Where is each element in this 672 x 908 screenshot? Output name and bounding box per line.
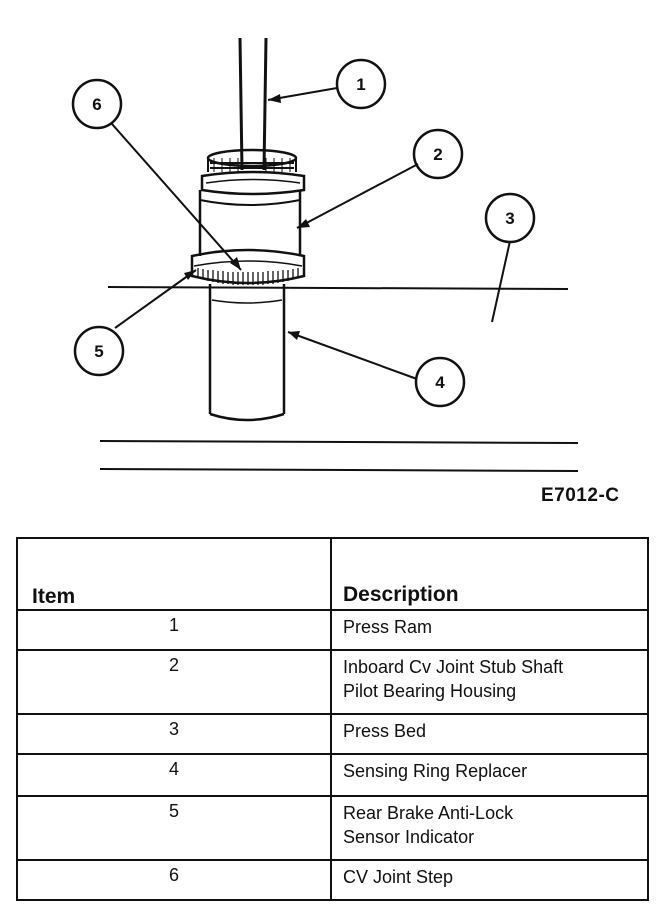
press-ram (238, 37, 268, 171)
table-row: 1 Press Ram (16, 609, 649, 651)
callout-2: 2 (412, 128, 464, 180)
base-line-upper (99, 440, 579, 444)
figure-code: E7012-C (541, 485, 620, 506)
item-number: 5 (16, 795, 332, 861)
item-number: 4 (16, 753, 332, 797)
callout-3: 3 (484, 192, 536, 244)
legend-table: Item Description 1 Press Ram 2 Inboard C… (16, 537, 649, 901)
press-assembly-diagram: 1 2 3 4 5 6 (71, 37, 579, 472)
sensing-ring (190, 248, 306, 285)
item-column-header: Item (16, 537, 332, 611)
callout-5: 5 (73, 325, 125, 377)
legend-header-row: Item Description (16, 537, 649, 611)
item-description: Press Bed (330, 713, 649, 755)
item-description: Sensing Ring Replacer (330, 753, 649, 797)
item-number: 2 (16, 649, 332, 715)
svg-text:1: 1 (356, 75, 365, 94)
svg-text:2: 2 (433, 145, 442, 164)
callout-4: 4 (414, 356, 466, 408)
table-row: 6 CV Joint Step (16, 859, 649, 901)
svg-text:6: 6 (92, 95, 101, 114)
item-description: CV Joint Step (330, 859, 649, 901)
description-column-header: Description (330, 537, 649, 611)
callout-1: 1 (335, 58, 387, 110)
item-number: 6 (16, 859, 332, 901)
item-number: 1 (16, 609, 332, 651)
table-row: 4 Sensing Ring Replacer (16, 753, 649, 797)
svg-text:5: 5 (94, 342, 103, 361)
svg-text:4: 4 (435, 373, 445, 392)
base-line-lower (99, 468, 579, 472)
callout-6: 6 (71, 78, 123, 130)
press-bed-top-line (107, 286, 569, 290)
item-description: Press Ram (330, 609, 649, 651)
leader-lines (111, 87, 511, 380)
sensing-ring-replacer (208, 284, 286, 422)
svg-text:3: 3 (505, 209, 514, 228)
item-number: 3 (16, 713, 332, 755)
table-row: 3 Press Bed (16, 713, 649, 755)
